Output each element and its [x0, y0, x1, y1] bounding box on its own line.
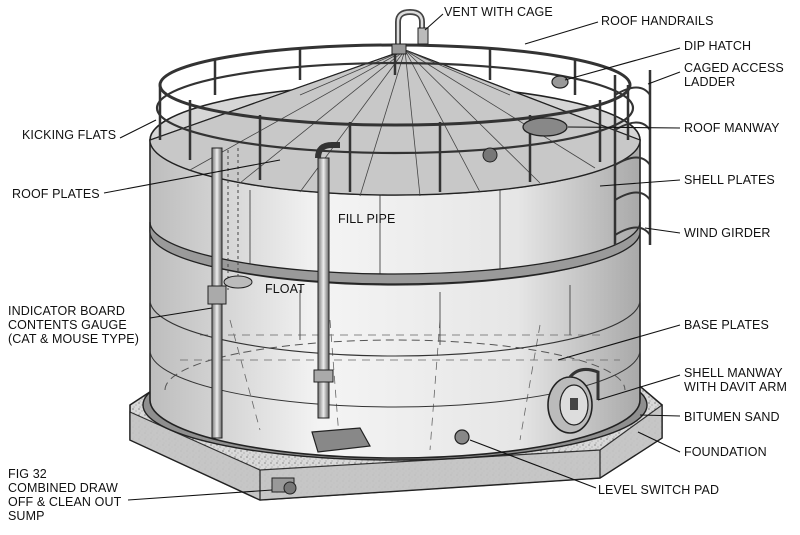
label-foundation: FOUNDATION	[684, 445, 767, 459]
dip-hatch	[551, 75, 569, 89]
label-shell-manway: SHELL MANWAY WITH DAVIT ARM	[684, 366, 788, 394]
label-bitumen-sand: BITUMEN SAND	[684, 410, 780, 424]
roof-manway	[522, 117, 568, 137]
label-level-switch-pad: LEVEL SWITCH PAD	[598, 483, 720, 497]
label-float: FLOAT	[265, 282, 305, 296]
vent-with-cage	[391, 8, 429, 55]
label-shell-plates: SHELL PLATES	[684, 173, 775, 187]
level-switch-pad	[454, 429, 470, 445]
float	[223, 275, 253, 289]
caged-access-ladder	[613, 70, 652, 245]
fill-pipe	[313, 142, 340, 419]
label-wind-girder: WIND GIRDER	[684, 226, 771, 240]
figure-caption-text: COMBINED DRAW OFF & CLEAN OUT SUMP	[8, 481, 122, 523]
label-dip-hatch: DIP HATCH	[684, 39, 752, 53]
label-caged-access-ladder: CAGED ACCESS LADDER	[684, 61, 784, 89]
label-roof-manway: ROOF MANWAY	[684, 121, 780, 135]
sump	[271, 427, 371, 495]
contents-gauge	[207, 147, 229, 439]
label-vent-with-cage: VENT WITH CAGE	[444, 5, 553, 19]
label-indicator-board: INDICATOR BOARD CONTENTS GAUGE (CAT & MO…	[8, 304, 139, 346]
label-roof-plates: ROOF PLATES	[12, 187, 100, 201]
label-base-plates: BASE PLATES	[684, 318, 769, 332]
shell-manway	[547, 367, 600, 434]
wind-girder	[149, 221, 641, 285]
label-roof-handrails: ROOF HANDRAILS	[601, 14, 714, 28]
label-fill-pipe: FILL PIPE	[338, 212, 396, 226]
roof	[149, 49, 641, 197]
tank-shell	[149, 139, 641, 459]
label-kicking-flats: KICKING FLATS	[22, 128, 117, 142]
leader-lines	[103, 13, 681, 501]
figure-caption-number: FIG 32	[8, 467, 47, 481]
